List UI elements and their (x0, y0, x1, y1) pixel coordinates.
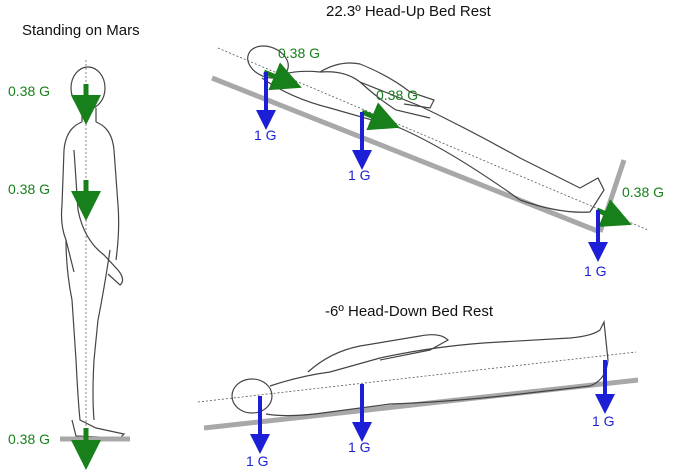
head-down-label-head-earth: 1 G (246, 453, 269, 469)
head-up-label-feet-mars: 0.38 G (622, 184, 664, 200)
standing-figure-icon (60, 60, 126, 440)
head-up-foot-board (597, 159, 627, 233)
gravity-arrow-icon (361, 102, 400, 131)
head-down-label-feet-earth: 1 G (592, 413, 615, 429)
head-down-axis-line (197, 351, 637, 403)
supine-figure-icon (231, 319, 609, 417)
head-up-title: 22.3º Head-Up Bed Rest (326, 3, 492, 20)
head-up-label-head-mars: 0.38 G (278, 45, 320, 61)
head-down-bed (203, 377, 639, 431)
head-down-title: -6º Head-Down Bed Rest (325, 303, 494, 320)
gravity-arrow-icon (596, 199, 632, 227)
standing-label-feet: 0.38 G (8, 431, 50, 447)
standing-title: Standing on Mars (22, 22, 140, 39)
head-up-label-head-earth: 1 G (254, 127, 277, 143)
head-down-label-torso-earth: 1 G (348, 439, 371, 455)
head-up-label-torso-mars: 0.38 G (376, 87, 418, 103)
reclined-figure-icon (247, 45, 605, 213)
head-up-bed (211, 75, 601, 235)
head-up-label-torso-earth: 1 G (348, 167, 371, 183)
standing-label-head: 0.38 G (8, 83, 50, 99)
head-up-label-feet-earth: 1 G (584, 263, 607, 279)
standing-label-torso: 0.38 G (8, 181, 50, 197)
